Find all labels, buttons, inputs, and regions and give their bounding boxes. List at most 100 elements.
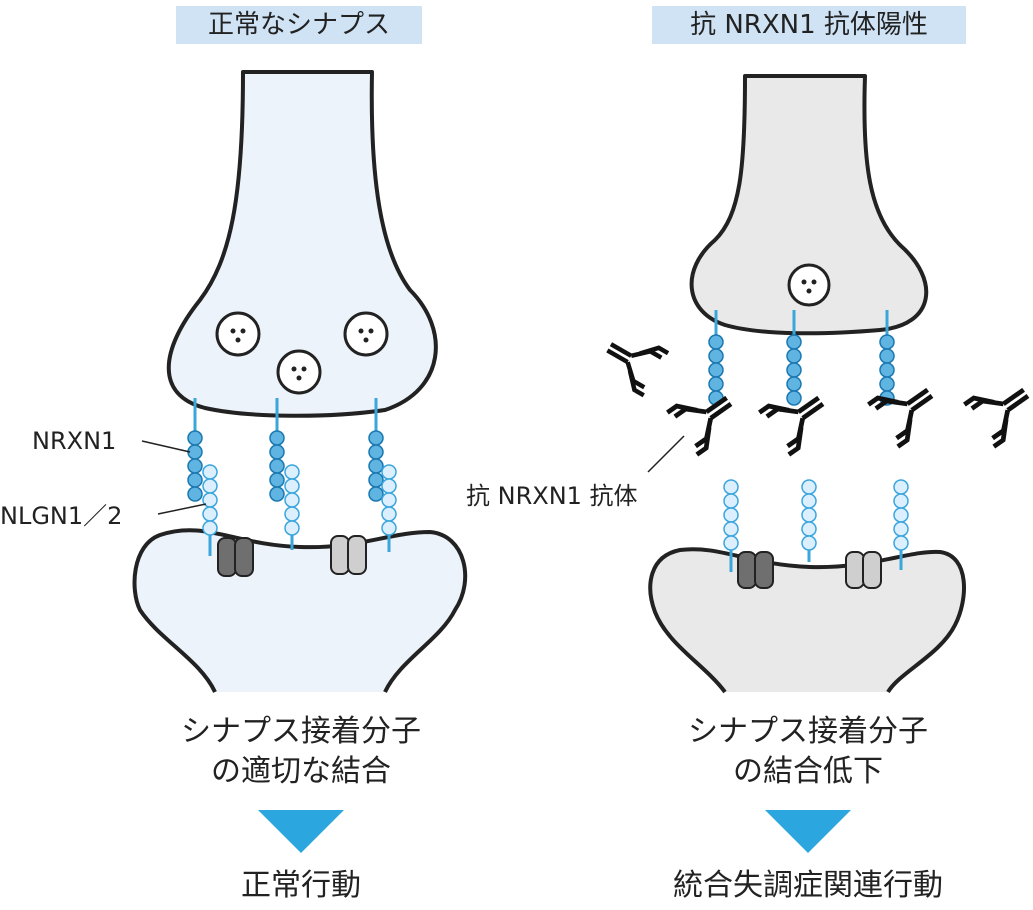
normal-nlgn-chain-bead: [202, 506, 218, 522]
antibody-nlgn-chain-bead: [801, 493, 817, 509]
normal-nlgn-chain-bead: [284, 464, 300, 480]
normal-nrxn1-chain: [269, 398, 285, 502]
antibody-nlgn-chain-bead: [723, 507, 739, 523]
antibody-nlgn-chain-bead: [801, 535, 817, 551]
antibody-nrxn1-chain-bead: [786, 348, 802, 364]
normal-vesicle: [276, 349, 322, 395]
antibody-nlgn-chain: [893, 479, 909, 570]
antibody-nrxn1-chain-bead: [786, 376, 802, 392]
normal-nlgn-chain-bead: [284, 520, 300, 536]
normal-vesicle: [343, 311, 389, 357]
antibody-down-arrow: [765, 810, 851, 853]
normal-nlgn-chain-bead: [381, 520, 397, 536]
anti-nrxn1-antibody: [606, 342, 670, 398]
normal-nlgn-chain-bead: [202, 464, 218, 480]
normal-nlgn-chain: [381, 464, 397, 552]
normal-vesicle: [215, 311, 261, 357]
antibody-nrxn1-chain-bead: [708, 348, 724, 364]
normal-nlgn-chain-bead: [284, 506, 300, 522]
normal-nlgn-chain-bead: [284, 492, 300, 508]
antibody-nlgn-chain-bead: [723, 535, 739, 551]
antibody-caption-line1: シナプス接着分子: [688, 714, 928, 749]
antibody-synapse-title: 抗 NRXN1 抗体陽性: [652, 6, 966, 44]
antibody-leader-line: [647, 435, 685, 473]
antibody-nlgn-chain-bead: [893, 507, 909, 523]
antibody-nrxn1-chain: [786, 310, 802, 406]
normal-nrxn1-chain-bead: [187, 430, 203, 446]
antibody-nlgn-chain-bead: [723, 493, 739, 509]
normal-down-arrow: [258, 810, 344, 853]
antibody-receptor-dark: [737, 551, 774, 589]
antibody-nlgn-chain-bead: [893, 479, 909, 495]
normal-nlgn-chain-bead: [381, 492, 397, 508]
antibody-nrxn1-chain-bead: [708, 334, 724, 350]
anti-nrxn1-antibody: [666, 395, 733, 457]
antibody-caption-line2: の結合低下: [733, 754, 883, 789]
antibody-nrxn1-chain-bead: [786, 390, 802, 406]
normal-receptor-light: [330, 535, 367, 575]
antibody-label: 抗 NRXN1 抗体: [466, 482, 638, 510]
antibody-nlgn-chain-bead: [893, 493, 909, 509]
antibody-postsynaptic-terminal: [648, 547, 966, 694]
antibody-presynaptic-terminal: [689, 74, 929, 336]
antibody-nlgn-chain-bead: [801, 507, 817, 523]
normal-nrxn1-chain-bead: [368, 472, 384, 488]
nrxn1-leader-line: [141, 440, 191, 453]
normal-nrxn1-chain-bead: [368, 430, 384, 446]
antibody-nlgn-chain-bead: [893, 521, 909, 537]
antibody-nrxn1-chain-bead: [879, 334, 895, 350]
normal-nlgn-chain: [284, 464, 300, 550]
normal-nrxn1-chain: [187, 398, 203, 502]
anti-nrxn1-antibody: [867, 387, 934, 449]
anti-nrxn1-antibody: [758, 395, 825, 457]
normal-nlgn-chain-bead: [381, 506, 397, 522]
antibody-nrxn1-chain-bead: [879, 362, 895, 378]
nlgn-label: NLGN1／2: [0, 502, 123, 530]
antibody-nrxn1-chain-bead: [786, 334, 802, 350]
normal-nlgn-chain-bead: [284, 478, 300, 494]
antibody-nlgn-chain-bead: [801, 521, 817, 537]
normal-nlgn-chain: [202, 464, 218, 556]
normal-caption-line1: シナプス接着分子: [181, 714, 421, 749]
normal-nrxn1-chain-bead: [269, 472, 285, 488]
antibody-nlgn-chain-bead: [801, 479, 817, 495]
antibody-nrxn1-chain-bead: [708, 362, 724, 378]
normal-outcome: 正常行動: [241, 868, 361, 903]
antibody-receptor-light: [845, 551, 882, 589]
normal-nrxn1-chain-bead: [269, 486, 285, 502]
antibody-nlgn-chain-bead: [893, 535, 909, 551]
normal-nlgn-chain-bead: [202, 478, 218, 494]
antibody-nrxn1-chain-bead: [708, 376, 724, 392]
antibody-nlgn-chain-bead: [723, 521, 739, 537]
normal-nlgn-chain-bead: [381, 464, 397, 480]
normal-nrxn1-chain-bead: [187, 444, 203, 460]
normal-nrxn1-chain-bead: [368, 486, 384, 502]
nrxn1-label: NRXN1: [32, 427, 117, 455]
antibody-nlgn-chain: [801, 479, 817, 562]
normal-receptor-dark: [217, 537, 254, 577]
nlgn-leader-line: [157, 503, 207, 515]
antibody-nlgn-chain: [723, 479, 739, 572]
normal-nrxn1-chain: [368, 398, 384, 502]
normal-nrxn1-chain-bead: [269, 430, 285, 446]
antibody-outcome: 統合失調症関連行動: [673, 868, 943, 903]
antibody-nrxn1-chain-bead: [786, 362, 802, 378]
antibody-nrxn1-chain-bead: [879, 348, 895, 364]
normal-nrxn1-chain-bead: [269, 458, 285, 474]
normal-nrxn1-chain-bead: [368, 444, 384, 460]
normal-nlgn-chain-bead: [202, 520, 218, 536]
normal-synapse: [132, 70, 468, 693]
anti-nrxn1-antibody: [963, 387, 1030, 449]
normal-postsynaptic-terminal: [132, 528, 468, 693]
antibody-synapse: [606, 74, 1030, 694]
normal-nrxn1-chain-bead: [187, 472, 203, 488]
normal-caption-line2: の適切な結合: [211, 754, 391, 789]
normal-nrxn1-chain-bead: [187, 486, 203, 502]
normal-nrxn1-chain-bead: [187, 458, 203, 474]
antibody-nlgn-chain-bead: [723, 479, 739, 495]
normal-nrxn1-chain-bead: [269, 444, 285, 460]
normal-nlgn-chain-bead: [381, 478, 397, 494]
antibody-nrxn1-chain-bead: [879, 376, 895, 392]
normal-nrxn1-chain-bead: [368, 458, 384, 474]
